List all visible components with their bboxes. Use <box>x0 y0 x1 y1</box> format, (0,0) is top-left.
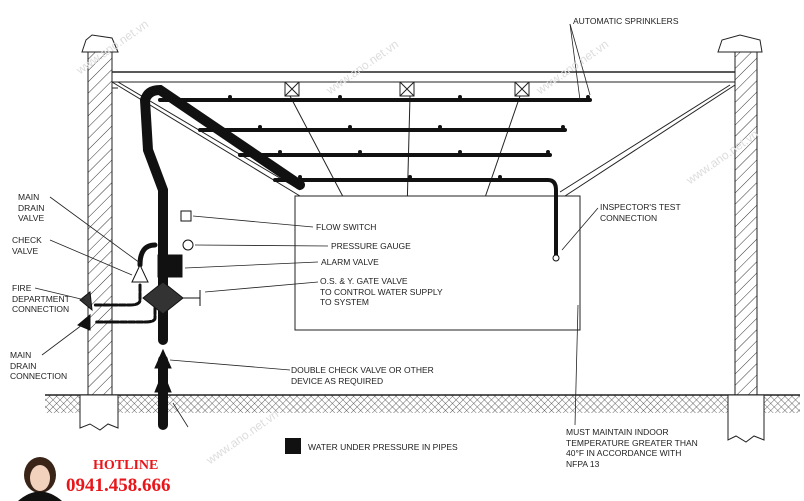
pressure-gauge-icon <box>182 239 194 251</box>
hotline-title: HOTLINE <box>93 458 159 473</box>
label-indoor-temperature: MUST MAINTAIN INDOOR TEMPERATURE GREATER… <box>566 427 698 469</box>
label-flow-switch: FLOW SWITCH <box>316 222 377 232</box>
double-check-valve-icon <box>154 348 172 393</box>
avatar <box>18 457 62 501</box>
riser-devices <box>77 210 560 393</box>
label-inspectors-test: INSPECTOR'S TEST CONNECTION <box>600 202 681 223</box>
legend-swatch <box>285 438 301 454</box>
label-fire-department-connection: FIRE DEPARTMENT CONNECTION <box>12 283 70 314</box>
legend-text: WATER UNDER PRESSURE IN PIPES <box>308 442 458 452</box>
right-wall <box>717 34 765 443</box>
label-automatic-sprinklers: AUTOMATIC SPRINKLERS <box>573 16 679 26</box>
fire-dept-connection-icon <box>79 291 93 312</box>
sprinkler-heads <box>228 95 590 179</box>
label-main-drain-valve: MAIN DRAIN VALVE <box>18 192 45 223</box>
hotline-phone[interactable]: 0941.458.666 <box>66 475 171 496</box>
ground <box>45 395 800 413</box>
inner-room <box>294 195 581 331</box>
label-alarm-valve: ALARM VALVE <box>321 257 379 267</box>
alarm-valve-icon <box>157 254 183 278</box>
label-check-valve: CHECK VALVE <box>12 235 42 256</box>
gate-valve-icon <box>142 281 184 315</box>
label-gate-valve: O.S. & Y. GATE VALVE TO CONTROL WATER SU… <box>320 276 443 307</box>
leader-lines <box>34 23 599 428</box>
flow-switch-icon <box>180 210 192 222</box>
main-drain-connection-icon <box>77 313 91 331</box>
left-wall <box>79 34 119 431</box>
label-pressure-gauge: PRESSURE GAUGE <box>331 241 411 251</box>
label-double-check-valve: DOUBLE CHECK VALVE OR OTHER DEVICE AS RE… <box>291 365 434 386</box>
check-valve-icon <box>131 263 149 283</box>
inspector-test-icon <box>552 254 560 262</box>
label-main-drain-connection: MAIN DRAIN CONNECTION <box>10 350 68 381</box>
